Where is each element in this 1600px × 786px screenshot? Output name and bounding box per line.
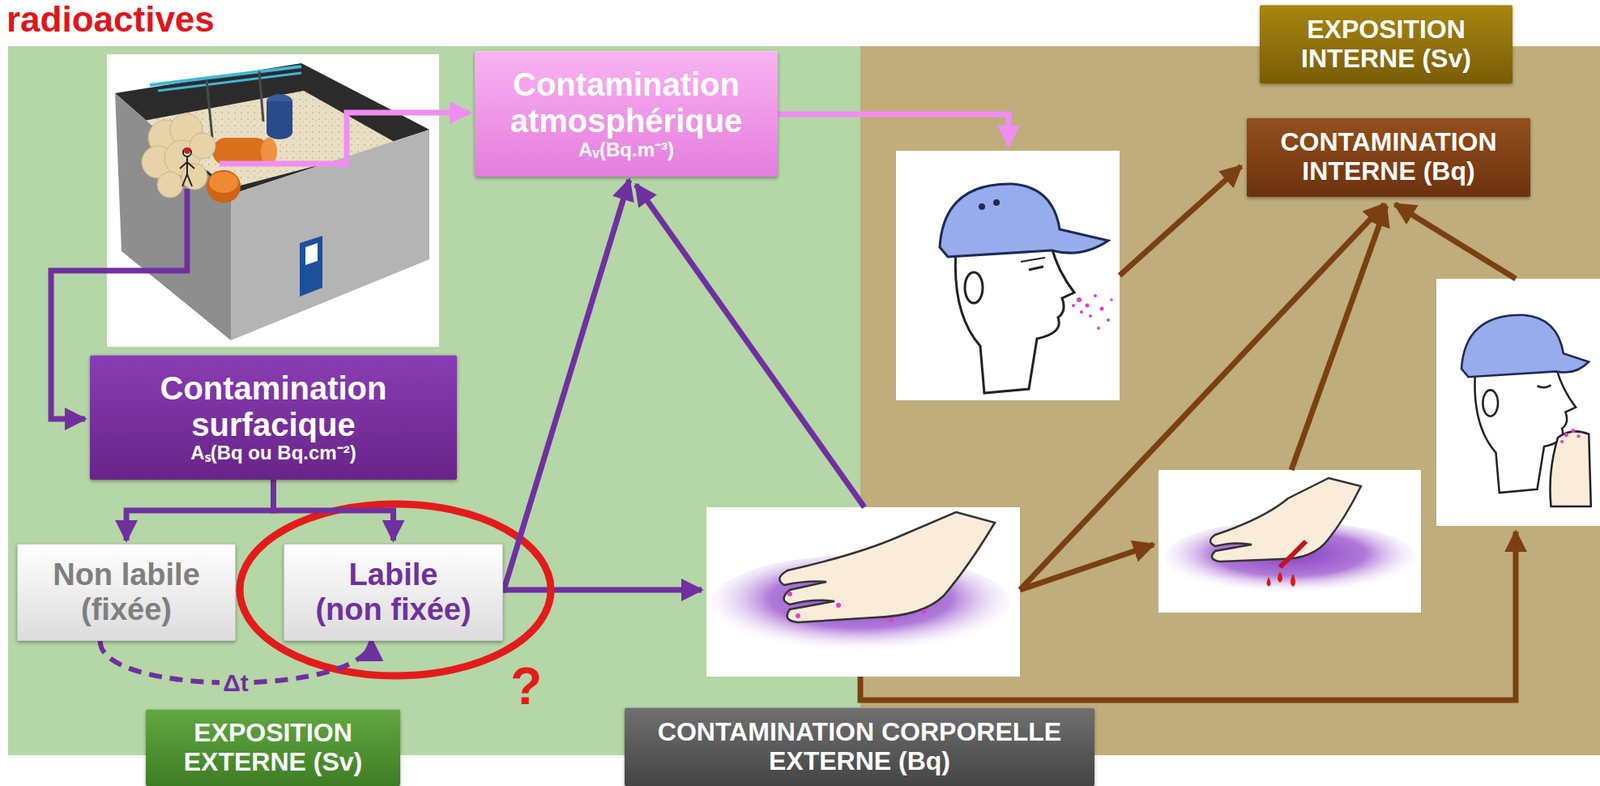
box-title: Labile (non fixée) [300, 557, 487, 627]
box-unit: Aᵥ(Bq.m⁻³) [578, 139, 675, 162]
contamination-box: CONTAMINATION CORPORELLE EXTERNE (Bq) [624, 707, 1095, 786]
flow-arrow [126, 479, 274, 541]
exposure-box: EXPOSITION INTERNE (Sv) [1259, 4, 1513, 84]
box-unit: Aₛ(Bq ou Bq.cm⁻²) [190, 442, 356, 465]
flow-arrow [273, 479, 394, 541]
flow-arrow [503, 179, 630, 593]
contamination-box: CONTAMINATION INTERNE (Bq) [1246, 117, 1531, 197]
edge-label: Δt [219, 669, 252, 696]
question-mark: ? [510, 660, 542, 713]
box-title: CONTAMINATION CORPORELLE EXTERNE (Bq) [634, 717, 1085, 777]
box-title: EXPOSITION EXTERNE (Sv) [155, 718, 391, 777]
box-title: Non labile (fixée) [34, 557, 219, 627]
contamination-box: Contamination atmosphériqueAᵥ(Bq.m⁻³) [474, 51, 778, 177]
state-box: Non labile (fixée) [17, 543, 236, 641]
contamination-box: Contamination surfaciqueAₛ(Bq ou Bq.cm⁻²… [89, 354, 457, 480]
box-title: CONTAMINATION INTERNE (Bq) [1256, 128, 1521, 187]
exposure-box: EXPOSITION EXTERNE (Sv) [145, 708, 401, 786]
state-box: Labile (non fixée) [283, 543, 504, 641]
box-title: Contamination atmosphérique [484, 66, 768, 140]
title-fragment: radioactives [6, 1, 215, 38]
box-title: EXPOSITION INTERNE (Sv) [1269, 15, 1503, 74]
box-title: Contamination surfacique [99, 370, 448, 444]
